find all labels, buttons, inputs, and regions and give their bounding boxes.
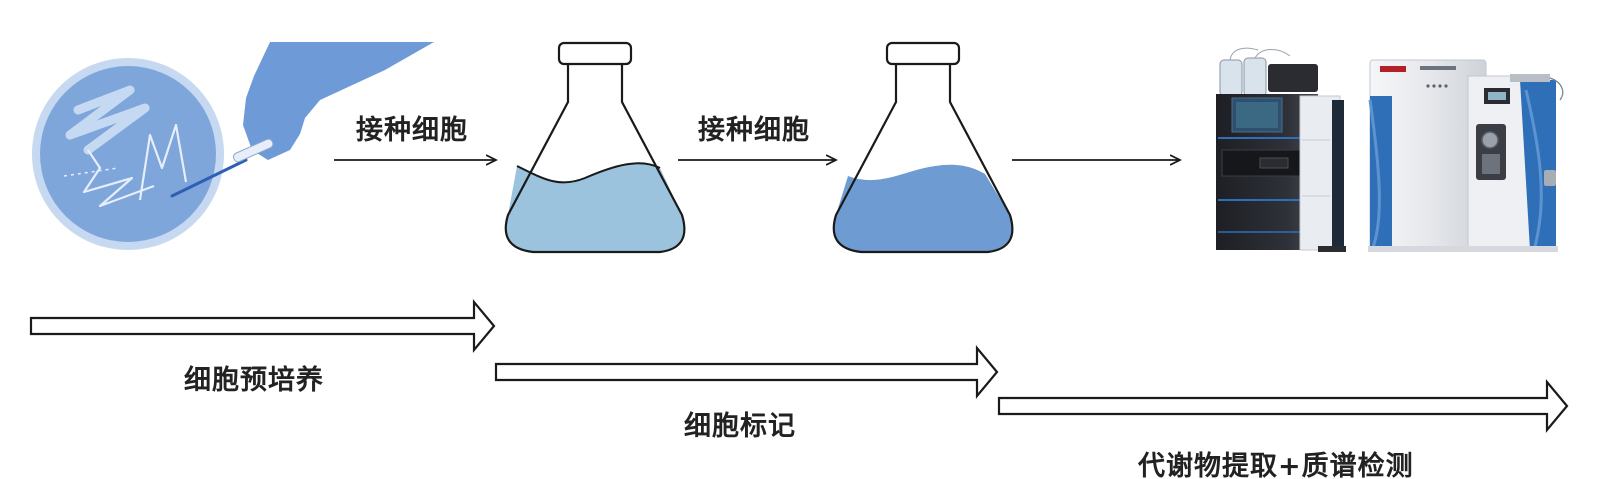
phase-arrow-1: [29, 298, 496, 354]
phase-arrow-2: [494, 344, 999, 400]
phase-label-preculture: 细胞预培养: [184, 365, 324, 396]
phase-arrow-3: [997, 378, 1569, 434]
gloved-hand-icon: [232, 42, 434, 163]
phase-label-labeling: 细胞标记: [684, 411, 796, 442]
lc-ms-instrument-icon: [1216, 47, 1564, 252]
flask-2-icon: [832, 41, 1014, 254]
step-label-inoculate-1: 接种细胞: [356, 115, 468, 146]
step-label-inoculate-2: 接种细胞: [698, 115, 810, 146]
petri-dish-icon: [32, 58, 248, 250]
phase-label-extraction-ms: 代谢物提取+质谱检测: [1138, 451, 1414, 479]
flask-1-icon: [504, 41, 686, 254]
